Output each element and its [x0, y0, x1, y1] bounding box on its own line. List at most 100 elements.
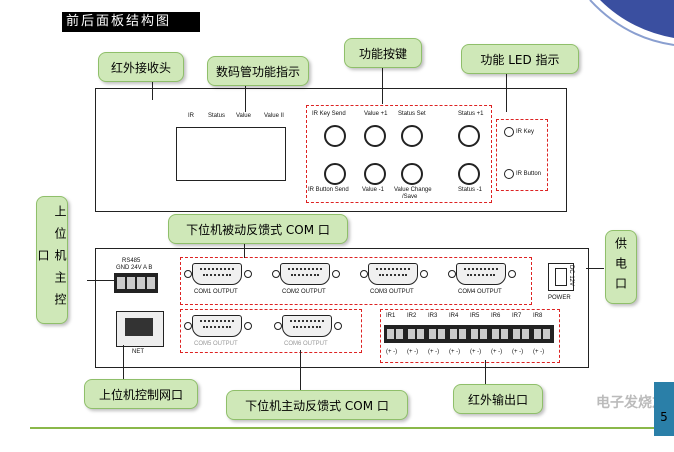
- ir-port-polarity-label: (+ -): [512, 349, 524, 355]
- ir-port-label: IR7: [512, 313, 522, 319]
- status-indicator-label: Status: [208, 113, 226, 119]
- ir-port-polarity-label: (+ -): [470, 349, 482, 355]
- connector-line: [382, 66, 383, 104]
- ir-terminal-pin: [534, 329, 541, 339]
- callout-power: 供电口: [605, 230, 637, 304]
- screw-icon: [244, 322, 252, 330]
- ir-port-polarity-label: (+ -): [428, 349, 440, 355]
- page-number: 5: [654, 382, 674, 436]
- callout-active-com: 下位机主动反馈式 COM 口: [226, 390, 408, 420]
- com3-label: COM3 OUTPUT: [370, 289, 414, 295]
- rs485-label: RS485: [122, 258, 141, 264]
- com6-connector[interactable]: [282, 315, 332, 337]
- led-key-label: IR Key: [516, 129, 535, 135]
- active-com-outline: [180, 309, 362, 353]
- screw-icon: [508, 270, 516, 278]
- status-set-button[interactable]: [401, 125, 423, 147]
- rear-panel: RS485 GND 24V A B NET COM1 OUTPUT COM2 O…: [95, 248, 589, 368]
- ir-port-polarity-label: (+ -): [533, 349, 545, 355]
- ir-port-label: IR1: [386, 313, 396, 319]
- status-minus-label: Status -1: [458, 187, 483, 193]
- save-label: /Save: [402, 194, 418, 200]
- screw-icon: [184, 270, 192, 278]
- ir-port-polarity-label: (+ -): [386, 349, 398, 355]
- com1-connector[interactable]: [192, 263, 242, 285]
- ir-terminal-pin: [408, 329, 415, 339]
- callout-ir-out: 红外输出口: [453, 384, 543, 414]
- key-area-outline: [306, 105, 492, 203]
- ir-terminal-pin: [480, 329, 487, 339]
- ir-button-led: [504, 169, 514, 179]
- led-button-label: IR Button: [516, 171, 542, 177]
- footer-rule: [30, 427, 660, 429]
- ir-terminal-pin: [438, 329, 445, 339]
- callout-ir-receiver: 红外接收头: [98, 52, 184, 82]
- ir-key-led: [504, 127, 514, 137]
- dc-label: DC 12V: [568, 265, 574, 287]
- ir-terminal-pin: [417, 329, 424, 339]
- led-area-outline: [496, 119, 548, 191]
- ir-port-label: IR8: [533, 313, 543, 319]
- screw-icon: [420, 270, 428, 278]
- status-plus-button[interactable]: [458, 125, 480, 147]
- ir-terminal-pin: [459, 329, 466, 339]
- front-panel: IR Status Value Value II IR Key Send Val…: [95, 88, 567, 212]
- value-plus-button[interactable]: [364, 125, 386, 147]
- net-label: NET: [132, 349, 144, 355]
- ir-port-label: IR2: [407, 313, 417, 319]
- screw-icon: [184, 322, 192, 330]
- ir-button-send-button[interactable]: [324, 163, 346, 185]
- com6-label: COM6 OUTPUT: [284, 341, 328, 347]
- screw-icon: [274, 322, 282, 330]
- ir-terminal-pin: [522, 329, 529, 339]
- ir-terminal-pin: [471, 329, 478, 339]
- ir-port-polarity-label: (+ -): [449, 349, 461, 355]
- connector-line: [245, 82, 246, 112]
- page-title: 前后面板结构图: [62, 12, 200, 32]
- display-window: [176, 127, 286, 181]
- screw-icon: [244, 270, 252, 278]
- value-change-label: Value Change: [394, 187, 432, 193]
- screw-icon: [360, 270, 368, 278]
- com4-label: COM4 OUTPUT: [458, 289, 502, 295]
- status-minus-button[interactable]: [458, 163, 480, 185]
- watermark-text: 电子发烧友: [596, 395, 666, 411]
- callout-display: 数码管功能指示: [207, 56, 309, 86]
- ir-port-label: IR6: [491, 313, 501, 319]
- ir-terminal-pin: [501, 329, 508, 339]
- screw-icon: [272, 270, 280, 278]
- power-label: POWER: [548, 295, 571, 301]
- ir-output-terminal[interactable]: [384, 325, 554, 343]
- connector-line: [586, 268, 604, 269]
- power-switch[interactable]: [548, 263, 574, 291]
- com4-connector[interactable]: [456, 263, 506, 285]
- screw-icon: [448, 270, 456, 278]
- callout-host-com: 上位机主控口: [36, 196, 68, 324]
- corner-decoration: [589, 0, 674, 46]
- button-send-label: IR Button Send: [308, 187, 349, 193]
- com1-label: COM1 OUTPUT: [194, 289, 238, 295]
- ir-terminal-pin: [492, 329, 499, 339]
- value-indicator-label: Value: [236, 113, 251, 119]
- screw-icon: [332, 270, 340, 278]
- connector-line: [506, 72, 507, 112]
- status-set-label: Status Set: [398, 111, 426, 117]
- ir-terminal-pin: [513, 329, 520, 339]
- com2-connector[interactable]: [280, 263, 330, 285]
- connector-line: [244, 240, 245, 258]
- value-minus-button[interactable]: [364, 163, 386, 185]
- ir-key-send-button[interactable]: [324, 125, 346, 147]
- ir-indicator-label: IR: [188, 113, 194, 119]
- com5-connector[interactable]: [192, 315, 242, 337]
- net-port[interactable]: [116, 311, 164, 347]
- connector-line: [87, 280, 117, 281]
- rs485-terminal[interactable]: [114, 273, 158, 293]
- key-send-label: IR Key Send: [312, 111, 346, 117]
- callout-keys: 功能按键: [344, 38, 422, 68]
- passive-com-outline: [180, 257, 532, 305]
- ir-terminal-pin: [450, 329, 457, 339]
- callout-led: 功能 LED 指示: [461, 44, 579, 74]
- connector-line: [300, 350, 301, 390]
- value-change-button[interactable]: [401, 163, 423, 185]
- com3-connector[interactable]: [368, 263, 418, 285]
